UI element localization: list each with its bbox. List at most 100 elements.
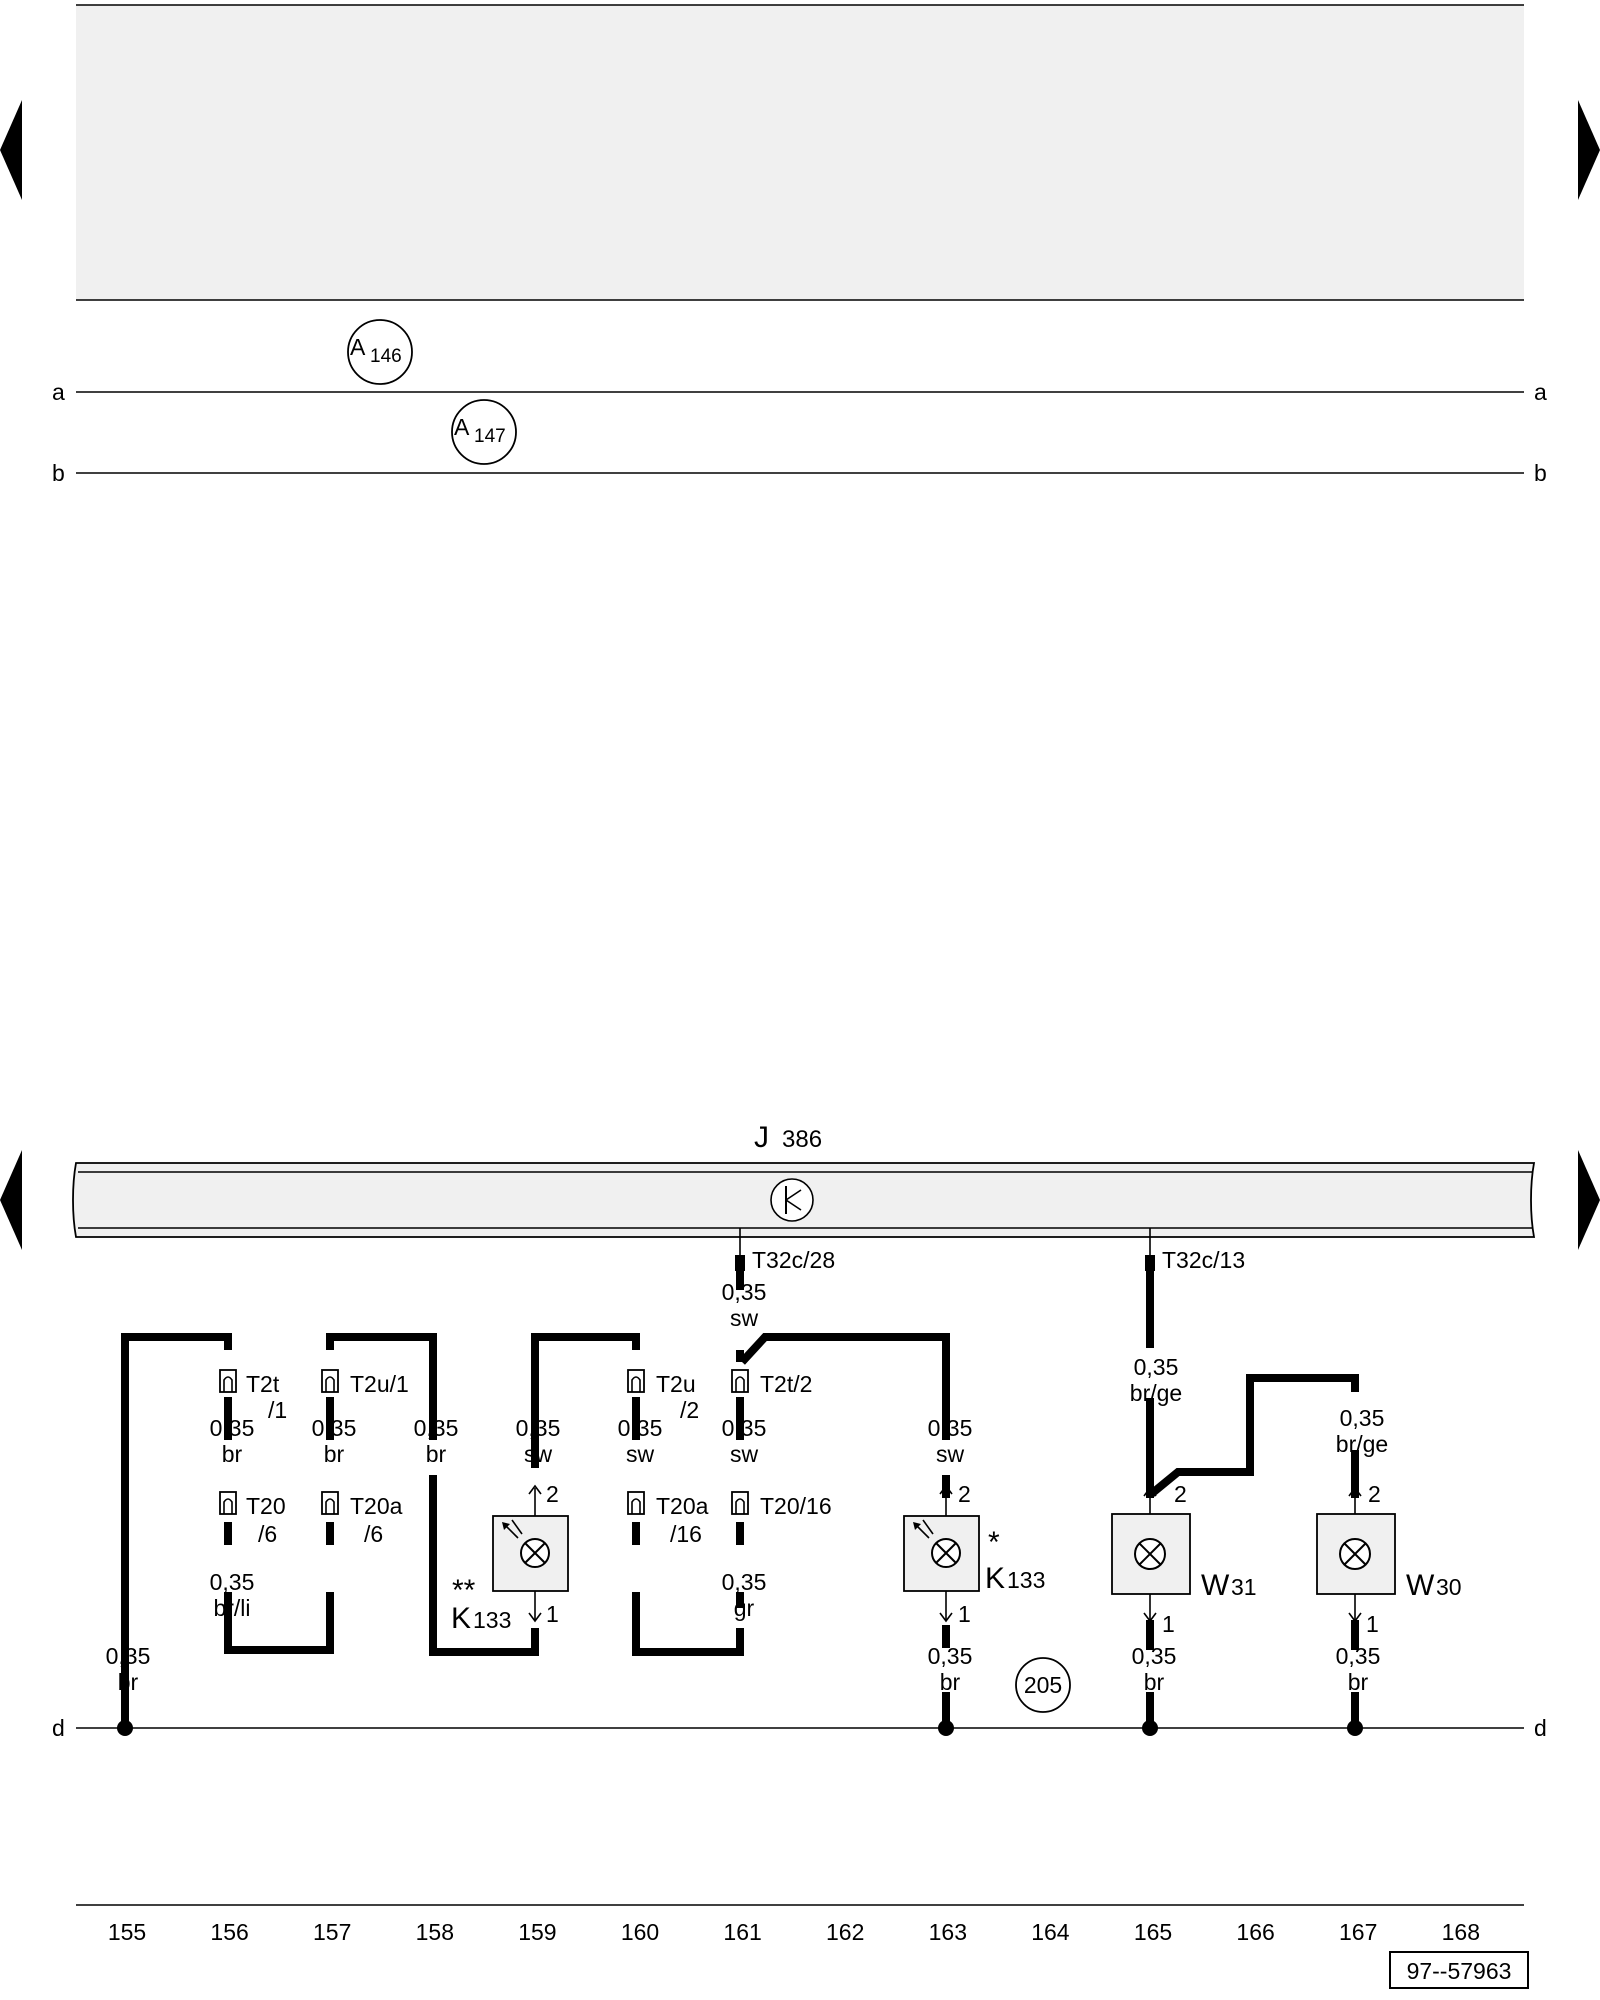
column-number: 165 [1134,1919,1172,1945]
svg-text:sw: sw [936,1441,965,1467]
svg-text:br: br [1348,1669,1369,1695]
svg-text:T32c/13: T32c/13 [1162,1247,1245,1273]
svg-text:A: A [350,334,366,360]
wire-loop-155-156 [121,1333,334,1728]
column-number: 160 [621,1919,659,1945]
pin-number: 2 [1174,1481,1187,1507]
column-number: 161 [723,1919,761,1945]
svg-text:sw: sw [626,1441,655,1467]
lamp-k133-right [903,1484,980,1623]
connector-label: /6 [364,1521,383,1547]
connector-icon-t20a-6 [321,1491,339,1515]
wire-label-160: 0,35 sw [618,1415,663,1467]
column-number: 159 [518,1919,556,1945]
junction-dot [938,1720,954,1736]
svg-text:0,35: 0,35 [106,1643,151,1669]
junction-dot [1347,1720,1363,1736]
component-number: 31 [1231,1574,1257,1600]
wire-label-167b: 0,35 br [1336,1643,1381,1695]
marker-a147: A 147 [451,399,517,465]
control-unit-number: 386 [782,1126,822,1153]
svg-text:0,35: 0,35 [1132,1643,1177,1669]
svg-text:br: br [118,1669,139,1695]
connector-icon-t20-6 [219,1491,237,1515]
bus-label-d-left: d [52,1715,65,1741]
wire-loop-157-159 [326,1333,539,1656]
wire-label-165a: 0,35 br/ge [1130,1354,1182,1406]
control-unit-label: J [754,1121,769,1154]
wire-loop-159-160 [531,1333,744,1656]
column-number: 157 [313,1919,351,1945]
component-mark: ** [452,1574,476,1607]
svg-text:147: 147 [474,426,506,447]
connector-label: /1 [268,1397,287,1423]
pin-t32c-13: T32c/13 [1145,1228,1245,1273]
svg-text:205: 205 [1024,1672,1062,1698]
bus-label-a-right: a [1534,379,1547,405]
column-number: 162 [826,1919,864,1945]
svg-text:0,35: 0,35 [1340,1405,1385,1431]
doc-number-box: 97--57963 [1389,1951,1529,1989]
wire-label-161b: 0,35 gr [722,1569,767,1621]
bus-label-b-right: b [1534,460,1547,486]
connector-icon-t20a-16 [627,1491,645,1515]
connector-label: T2u/1 [350,1371,409,1397]
svg-text:br: br [426,1441,447,1467]
next-page-arrow-icon[interactable] [1578,100,1600,200]
component-number: 133 [1007,1567,1045,1593]
column-number: 155 [108,1919,146,1945]
svg-text:br/ge: br/ge [1336,1431,1388,1457]
svg-text:0,35: 0,35 [1336,1643,1381,1669]
component-label: K [451,1602,471,1635]
pin-number: 1 [1366,1611,1379,1637]
top-panel [76,5,1524,300]
svg-text:sw: sw [730,1305,759,1331]
svg-text:br: br [324,1441,345,1467]
connector-label: /2 [680,1397,699,1423]
svg-text:br/li: br/li [213,1595,250,1621]
pin-number: 1 [546,1601,559,1627]
prev-page-arrow-icon-lower[interactable] [0,1150,22,1250]
svg-text:0,35: 0,35 [1134,1354,1179,1380]
wire-label-163a: 0,35 sw [928,1415,973,1467]
ground-point-205: 205 [1015,1657,1071,1713]
column-number: 166 [1236,1919,1274,1945]
connector-label: /6 [258,1521,277,1547]
next-page-arrow-icon-lower[interactable] [1578,1150,1600,1250]
prev-page-arrow-icon[interactable] [0,100,22,200]
wire-label-167a: 0,35 br/ge [1336,1405,1388,1457]
svg-text:0,35: 0,35 [210,1569,255,1595]
bus-label-b-left: b [52,460,65,486]
wire-label-155: 0,35 br [106,1643,151,1695]
svg-text:0,35: 0,35 [928,1415,973,1441]
svg-text:0,35: 0,35 [928,1643,973,1669]
component-number: 133 [473,1607,511,1633]
pin-number: 2 [958,1481,971,1507]
connector-icon-t2t2 [731,1369,749,1393]
connector-label: T2t [246,1371,280,1397]
svg-text:146: 146 [370,346,402,367]
svg-text:0,35: 0,35 [722,1569,767,1595]
svg-text:0,35: 0,35 [516,1415,561,1441]
svg-text:0,35: 0,35 [414,1415,459,1441]
connector-label: T20a [656,1493,709,1519]
pin-number: 2 [1368,1481,1381,1507]
bus-label-d-right: d [1534,1715,1547,1741]
wire-165-167 [1146,1271,1359,1728]
bus-label-a-left: a [52,379,65,405]
connector-icon-t2u1 [321,1369,339,1393]
wire-label-161a: 0,35 sw [722,1415,767,1467]
svg-text:0,35: 0,35 [618,1415,663,1441]
svg-text:0,35: 0,35 [210,1415,255,1441]
component-label: W [1201,1569,1230,1602]
wire-label-157: 0,35 br [312,1415,357,1467]
column-number: 164 [1031,1919,1070,1945]
column-number: 167 [1339,1919,1377,1945]
connector-label: T20 [246,1493,286,1519]
pin-number: 1 [958,1601,971,1627]
svg-text:br: br [1144,1669,1165,1695]
wire-label-163b: 0,35 br [928,1643,973,1695]
svg-text:0,35: 0,35 [722,1415,767,1441]
